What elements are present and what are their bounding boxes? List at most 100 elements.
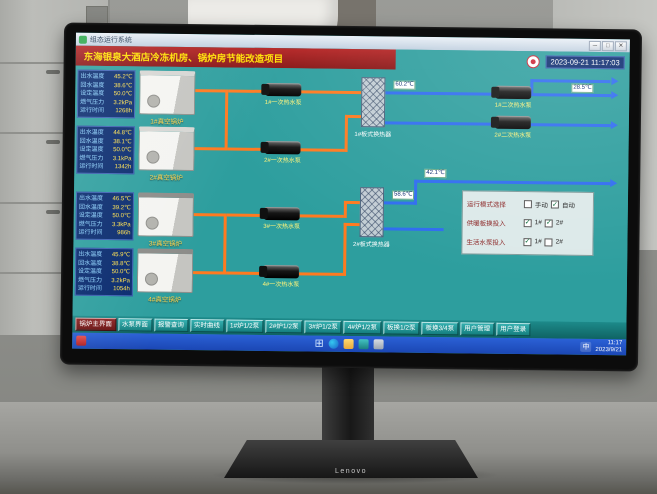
ime-indicator[interactable]: 中 [580, 341, 592, 352]
param-label: 回水温度 [79, 138, 104, 145]
nav-button-pumps[interactable]: 水泵界面 [117, 318, 152, 332]
nav-button-boiler1[interactable]: 1#炉1/2泵 [225, 319, 264, 333]
company-logo-icon [526, 54, 540, 68]
pump-icon [495, 85, 532, 100]
pump-label: 1#二次热水泵 [494, 102, 532, 110]
pump-icon [494, 115, 532, 130]
boiler1-label: 1#真空锅炉 [150, 118, 184, 126]
param-label: 运行时间 [78, 229, 103, 236]
param-value: 50.0℃ [113, 91, 133, 98]
edge-icon[interactable] [328, 338, 339, 349]
taskbar-clock[interactable]: 11:17 2023/9/21 [595, 340, 622, 354]
taskbar-tray: 中 11:17 2023/9/21 [580, 340, 622, 355]
screen: 组态运行系统 ─ □ ✕ 东海银泉大酒店冷冻机房、锅炉房节能改造项目 2023-… [72, 32, 630, 356]
heat-exchanger-1-label: 1#板式换热器 [354, 132, 392, 139]
checkbox[interactable]: ✓ [550, 200, 559, 209]
nav-button-user-login[interactable]: 用户登录 [496, 322, 531, 337]
param-value: 50.0℃ [113, 147, 132, 154]
boiler2-label: 2#真空锅炉 [149, 174, 183, 182]
temp-tag: 60.2℃ [393, 80, 416, 90]
nav-button-boiler3[interactable]: 3#炉1/2泵 [304, 320, 342, 334]
pump-5[interactable]: 1#二次热水泵 [495, 85, 532, 109]
param-value: 1268h [115, 108, 133, 115]
checkbox-label: 1# [534, 219, 542, 227]
nav-button-boiler4[interactable]: 4#炉1/2泵 [343, 320, 382, 335]
pipe-segment [193, 213, 226, 217]
param-label: 设定温度 [79, 146, 104, 153]
pump-icon [264, 140, 301, 155]
folder-icon[interactable] [343, 338, 354, 350]
param-label: 回水温度 [78, 204, 103, 211]
checkbox[interactable] [544, 238, 553, 247]
boiler2-icon[interactable] [138, 126, 195, 172]
boiler4-icon[interactable] [136, 248, 194, 294]
param-value: 3.2kPa [111, 277, 130, 284]
pipe-segment [414, 179, 611, 186]
pump-6[interactable]: 2#二次热水泵 [494, 115, 532, 139]
nav-button-hx34[interactable]: 板换3/4泵 [421, 321, 459, 336]
pump-4[interactable]: 4#一次热水泵 [263, 264, 300, 288]
nav-button-hx12[interactable]: 板换1/2泵 [382, 321, 420, 335]
temp-tag: 28.5℃ [571, 83, 594, 93]
param-value: 38.8℃ [111, 260, 131, 267]
nav-button-alarms[interactable]: 报警查询 [153, 318, 188, 333]
close-button[interactable]: ✕ [614, 40, 627, 51]
pump-2[interactable]: 2#一次热水泵 [264, 140, 301, 164]
flow-arrow [611, 91, 619, 100]
cabinet-seam [0, 62, 110, 64]
checkbox[interactable] [523, 200, 532, 209]
checkbox[interactable]: ✓ [523, 237, 532, 246]
pump-label: 1#一次热水泵 [264, 99, 302, 107]
pump-icon [263, 264, 300, 279]
param-label: 设定温度 [78, 212, 103, 219]
mode-select-panel: 运行模式选择 手动 ✓ 自动 供暖板换投入 ✓ 1# ✓ 2# 生活水 [461, 190, 595, 256]
param-value: 1054h [113, 286, 130, 293]
param-value: 45.9℃ [111, 252, 131, 259]
minimize-button[interactable]: ─ [588, 40, 601, 51]
boiler1-icon[interactable] [138, 70, 196, 116]
nav-button-boiler-main[interactable]: 锅炉主界面 [75, 317, 117, 332]
app-shortcut-icon[interactable] [358, 339, 369, 350]
pipe-segment [530, 79, 611, 84]
settings-icon[interactable] [373, 339, 384, 350]
pipe-segment [343, 222, 347, 276]
start-icon[interactable]: ⊞ [314, 337, 324, 350]
param-value: 45.2℃ [113, 74, 133, 81]
heat-exchanger-2-icon[interactable] [359, 187, 385, 238]
monitor-stand-base: Lenovo [224, 440, 478, 478]
checkbox[interactable]: ✓ [523, 219, 532, 228]
pipe-segment [344, 114, 362, 119]
nav-button-user-admin[interactable]: 用户管理 [460, 322, 495, 336]
maximize-button[interactable]: □ [601, 40, 614, 51]
monitor-brand-label: Lenovo [335, 468, 367, 475]
param-value: 38.6℃ [113, 82, 133, 89]
monitor-stand-neck [322, 360, 374, 452]
boiler3-icon[interactable] [137, 192, 195, 238]
pump-icon [265, 82, 302, 97]
pump-1[interactable]: 1#一次热水泵 [265, 82, 302, 106]
cabinet-seam [0, 202, 110, 204]
banner-right: 2023-09-21 11:17:03 [396, 50, 630, 73]
param-label: 设定温度 [78, 268, 103, 275]
pipe-segment [343, 222, 360, 227]
nav-button-boiler2[interactable]: 2#炉1/2泵 [265, 319, 303, 334]
scada-taskbar-icon[interactable] [76, 335, 87, 346]
param-label: 出水温度 [78, 195, 104, 202]
checkbox[interactable]: ✓ [544, 219, 553, 228]
nav-button-trends[interactable]: 实时曲线 [189, 319, 224, 333]
mode-row: 运行模式选择 手动 ✓ 自动 [467, 199, 589, 210]
pump-label: 3#一次热水泵 [263, 223, 301, 231]
param-label: 运行时间 [79, 107, 105, 114]
pump-icon [263, 206, 300, 221]
pump-3[interactable]: 3#一次热水泵 [263, 206, 300, 230]
window-title: 组态运行系统 [89, 36, 132, 44]
pipe-segment [224, 89, 229, 151]
monitor: 组态运行系统 ─ □ ✕ 东海银泉大酒店冷冻机房、锅炉房节能改造项目 2023-… [59, 22, 643, 372]
param-label: 运行时间 [79, 163, 104, 170]
param-label: 出水温度 [79, 129, 104, 136]
taskbar-center-icons: ⊞ [314, 337, 384, 350]
heat-exchanger-1-icon[interactable] [360, 77, 386, 128]
